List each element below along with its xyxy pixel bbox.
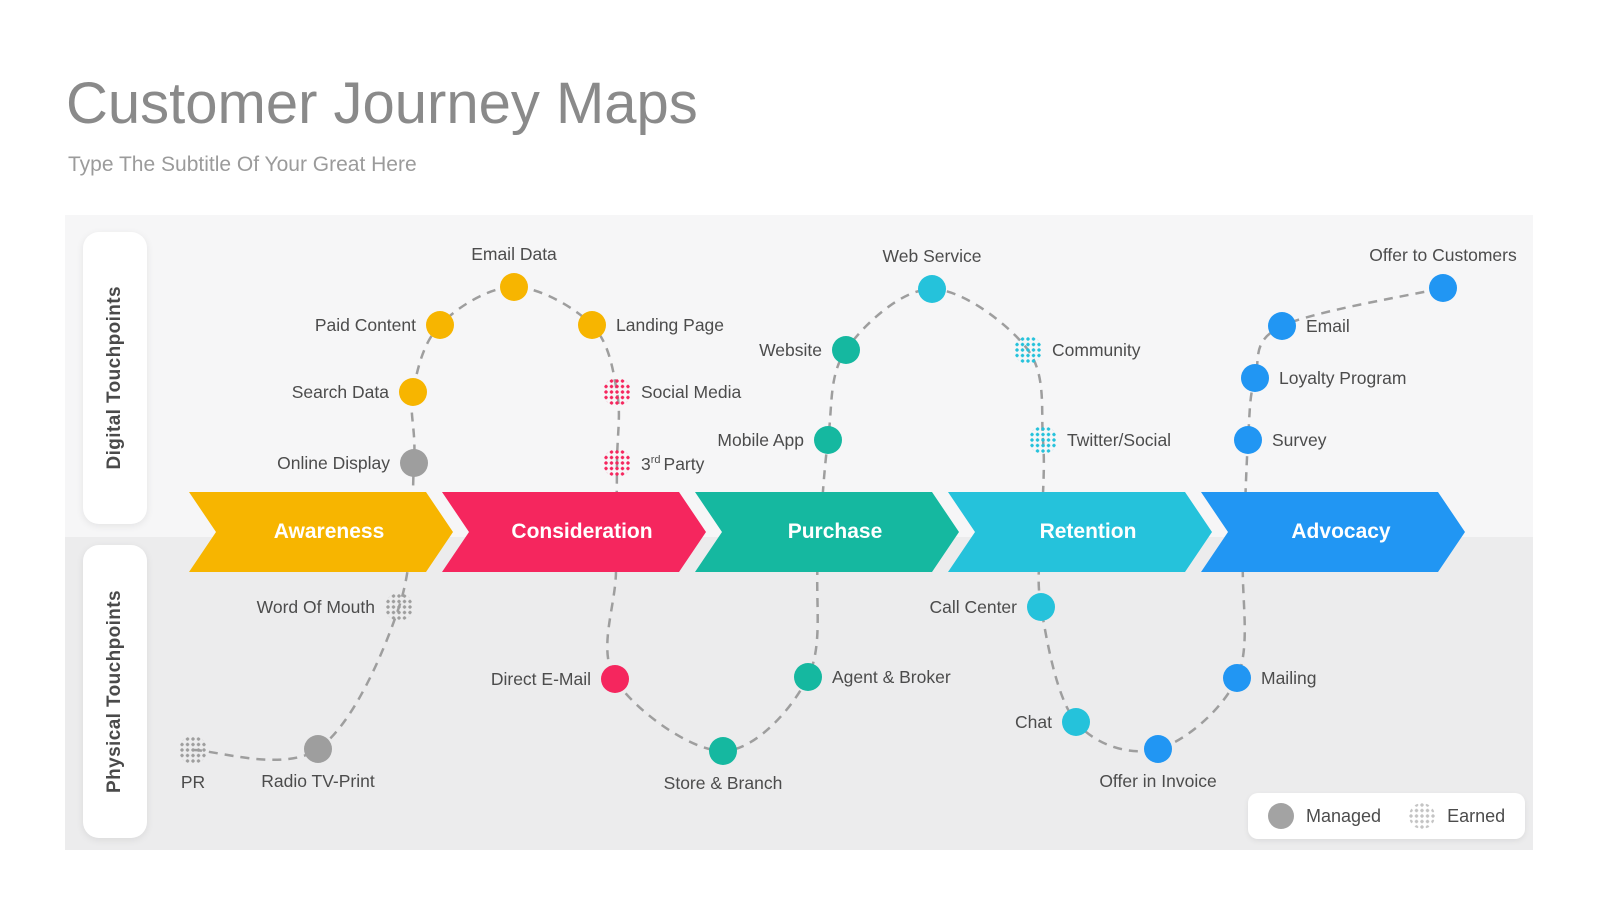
call-center-label: Call Center xyxy=(929,597,1017,617)
mobile-app-label: Mobile App xyxy=(717,430,804,450)
community-label: Community xyxy=(1052,340,1141,360)
legend-earned-label: Earned xyxy=(1447,805,1506,826)
digital-touchpoints-label: Digital Touchpoints xyxy=(104,286,125,470)
twitter-social-label: Twitter/Social xyxy=(1067,430,1172,450)
online-display-label: Online Display xyxy=(277,453,390,473)
stage-purchase: Purchase xyxy=(695,492,959,572)
legend-managed-dot xyxy=(1268,803,1294,829)
stage-awareness: Awareness xyxy=(189,492,453,572)
email-data-label: Email Data xyxy=(471,243,557,264)
offer-to-customers-label: Offer to Customers xyxy=(1369,244,1517,265)
legend: Managed Earned xyxy=(1248,793,1525,839)
physical-touchpoints-label: Physical Touchpoints xyxy=(104,590,125,793)
search-data-dot xyxy=(399,378,427,406)
stage-advocacy: Advocacy xyxy=(1201,492,1465,572)
survey-label: Survey xyxy=(1272,430,1327,450)
email-label: Email xyxy=(1306,316,1350,336)
stage-purchase-label: Purchase xyxy=(787,520,883,543)
digital-touchpoints-card: Digital Touchpoints xyxy=(83,232,147,524)
social-media-dot xyxy=(603,378,631,406)
mobile-app-dot xyxy=(814,426,842,454)
twitter-social-dot xyxy=(1029,426,1057,454)
store-branch-dot xyxy=(709,737,737,765)
stage-consideration: Consideration xyxy=(442,492,706,572)
store-branch-label: Store & Branch xyxy=(663,773,783,793)
legend-managed-label: Managed xyxy=(1306,805,1382,826)
stage-advocacy-label: Advocacy xyxy=(1291,520,1391,543)
stage-consideration-label: Consideration xyxy=(511,520,653,543)
page-subtitle: Type The Subtitle Of Your Great Here xyxy=(68,153,417,176)
agent-broker-dot xyxy=(794,663,822,691)
website-dot xyxy=(832,336,860,364)
landing-page-label: Landing Page xyxy=(616,315,725,335)
stage-retention: Retention xyxy=(948,492,1212,572)
radio-tv-print-dot xyxy=(304,735,332,763)
mailing-label: Mailing xyxy=(1261,668,1317,688)
paid-content-dot xyxy=(426,311,454,339)
journey-map-canvas: Awareness Consideration Purchase Retenti… xyxy=(65,215,1533,850)
offer-to-customers-dot xyxy=(1429,274,1457,302)
pr-label: PR xyxy=(180,772,206,792)
loyalty-program-dot xyxy=(1241,364,1269,392)
direct-email-dot xyxy=(601,665,629,693)
search-data-label: Search Data xyxy=(291,382,389,402)
offer-in-invoice-label: Offer in Invoice xyxy=(1099,771,1217,791)
digital-band xyxy=(65,215,1533,537)
chat-label: Chat xyxy=(1015,712,1052,732)
stage-awareness-label: Awareness xyxy=(273,520,385,543)
pr-dot xyxy=(179,736,207,764)
agent-broker-label: Agent & Broker xyxy=(832,667,951,687)
social-media-label: Social Media xyxy=(641,382,742,402)
web-service-label: Web Service xyxy=(882,245,982,266)
email-data-dot xyxy=(500,273,528,301)
survey-dot xyxy=(1234,426,1262,454)
word-of-mouth-label: Word Of Mouth xyxy=(256,597,375,617)
word-of-mouth-dot xyxy=(385,593,413,621)
direct-email-label: Direct E-Mail xyxy=(490,669,591,689)
email-dot xyxy=(1268,312,1296,340)
online-display-dot xyxy=(400,449,428,477)
loyalty-program-label: Loyalty Program xyxy=(1279,368,1407,388)
landing-page-dot xyxy=(578,311,606,339)
offer-in-invoice-dot xyxy=(1144,735,1172,763)
web-service-dot xyxy=(918,275,946,303)
page-title: Customer Journey Maps xyxy=(66,71,698,136)
community-dot xyxy=(1014,336,1042,364)
third-party-dot xyxy=(603,449,631,477)
mailing-dot xyxy=(1223,664,1251,692)
legend-earned-dot xyxy=(1409,803,1436,829)
website-label: Website xyxy=(759,340,822,360)
stage-retention-label: Retention xyxy=(1039,520,1137,543)
radio-tv-print-label: Radio TV-Print xyxy=(261,771,375,791)
call-center-dot xyxy=(1027,593,1055,621)
physical-touchpoints-card: Physical Touchpoints xyxy=(83,545,147,838)
paid-content-label: Paid Content xyxy=(314,315,416,335)
chat-dot xyxy=(1062,708,1090,736)
